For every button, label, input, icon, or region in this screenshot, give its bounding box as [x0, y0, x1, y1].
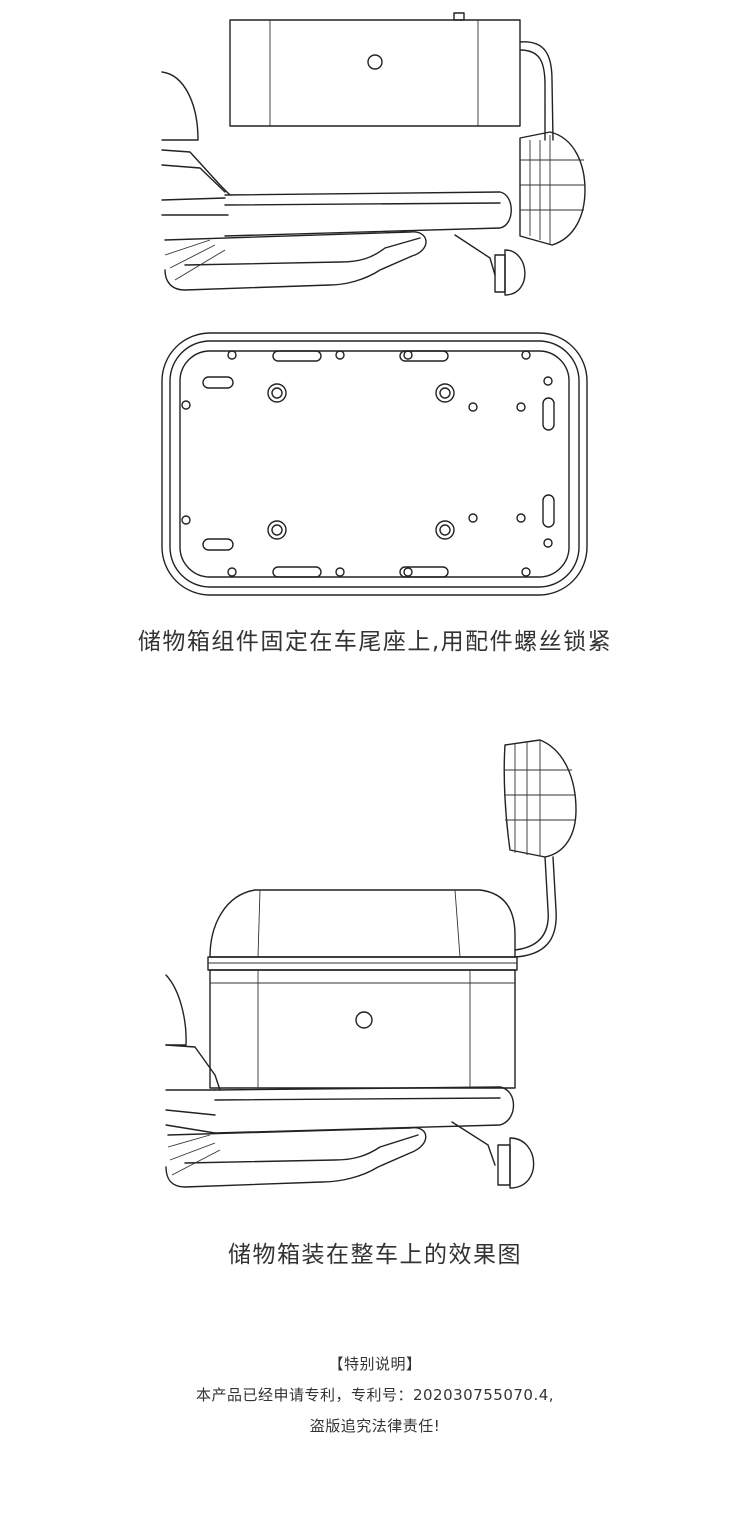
side-view-box-detached-drawing [161, 12, 586, 296]
effect-caption: 储物箱装在整车上的效果图 [228, 1242, 522, 1268]
top-view-mounting-base [0, 325, 750, 610]
install-caption: 储物箱组件固定在车尾座上,用配件螺丝锁紧 [137, 629, 613, 655]
notice-title: 【特别说明】 [328, 1355, 422, 1373]
notice-piracy: 盗版追究法律责任! [309, 1417, 441, 1435]
side-view-box-detached [0, 0, 750, 300]
side-view-box-installed-drawing [165, 739, 577, 1189]
top-view-mounting-base-drawing [161, 332, 588, 596]
side-view-box-installed [0, 735, 750, 1210]
notice-patent: 本产品已经申请专利，专利号：202030755070.4, [195, 1386, 555, 1404]
